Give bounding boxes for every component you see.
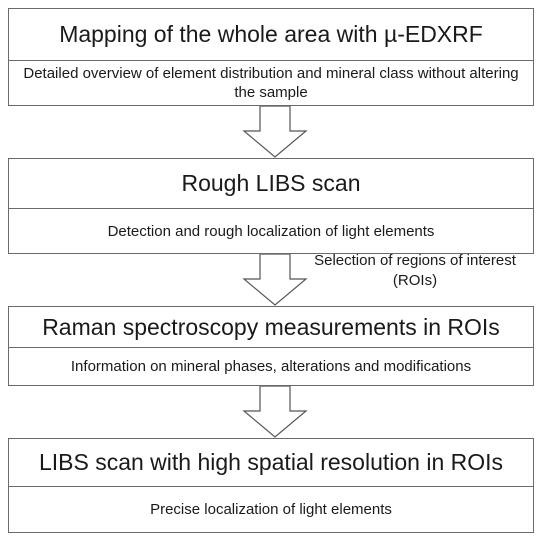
roi-selection-note-line2: (ROIs) <box>392 272 438 289</box>
roi-selection-note-line1: Selection of regions of interest <box>314 252 516 269</box>
step-description: Precise localization of light elements <box>150 501 392 518</box>
step-box-high-resolution-libs-scan: LIBS scan with high spatial resolution i… <box>8 438 534 533</box>
step-description: Detailed overview of element distributio… <box>23 65 519 101</box>
step-title: LIBS scan with high spatial resolution i… <box>9 439 533 487</box>
down-arrow-icon <box>242 254 308 306</box>
step-box-rough-libs-scan: Rough LIBS scan Detection and rough loca… <box>8 158 534 254</box>
step-box-edxrf-mapping: Mapping of the whole area with µ-EDXRF D… <box>8 8 534 106</box>
step-title: Mapping of the whole area with µ-EDXRF <box>9 9 533 61</box>
step-box-raman-spectroscopy: Raman spectroscopy measurements in ROIs … <box>8 306 534 386</box>
roi-selection-note: Selection of regions of interest (ROIs) <box>290 251 540 291</box>
down-arrow-icon <box>242 386 308 438</box>
step-title: Raman spectroscopy measurements in ROIs <box>9 307 533 348</box>
step-description: Information on mineral phases, alteratio… <box>70 358 472 375</box>
step-title: Rough LIBS scan <box>9 159 533 209</box>
step-description: Detection and rough localization of ligh… <box>107 222 435 240</box>
down-arrow-icon <box>242 106 308 158</box>
